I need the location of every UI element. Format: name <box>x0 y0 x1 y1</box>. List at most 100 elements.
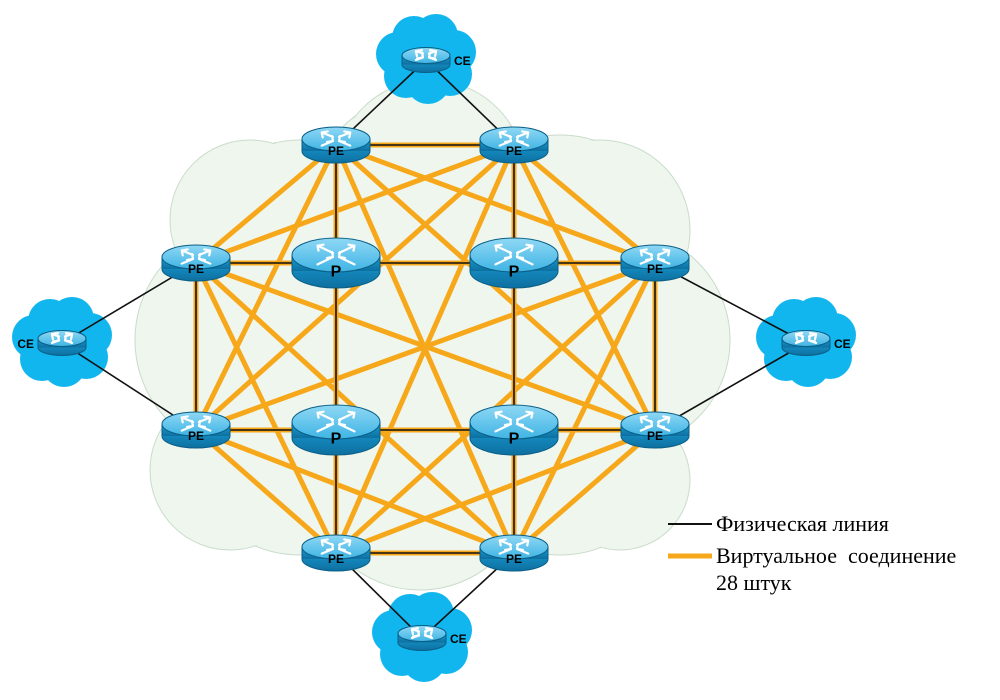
router-arrow <box>427 51 438 61</box>
router-arrow <box>494 410 513 422</box>
router-arrow <box>639 419 654 432</box>
router-ce-left[interactable]: CE <box>17 330 87 356</box>
router-top <box>291 237 381 273</box>
router-top <box>620 244 690 270</box>
router-label: P <box>331 264 342 281</box>
router-arrow <box>180 252 195 265</box>
legend-virtual-label: Виртуальное соединение <box>716 543 956 568</box>
router-label: CE <box>454 54 471 68</box>
router-ce-top[interactable]: CE <box>401 47 471 73</box>
router-arrow <box>515 130 530 139</box>
router-arrow <box>515 542 530 555</box>
router-top <box>161 244 231 270</box>
router-arrow <box>320 538 335 547</box>
router-arrow <box>320 134 335 147</box>
router-arrow <box>807 332 818 341</box>
router-p-bl[interactable]: P <box>291 404 381 456</box>
router-label: CE <box>17 337 34 351</box>
legend-physical-label: Физическая линия <box>716 511 889 536</box>
router-arrow <box>197 419 212 432</box>
router-arrow <box>498 542 513 555</box>
router-pe-tl[interactable]: PE <box>301 126 371 164</box>
router-arrow <box>63 332 74 341</box>
router-arrow <box>423 627 434 636</box>
router-arrow <box>515 134 530 147</box>
router-arrow <box>410 629 421 639</box>
router-arrow <box>498 134 513 147</box>
router-arrow <box>498 538 513 547</box>
router-p-tl[interactable]: P <box>291 237 381 289</box>
router-arrow <box>337 417 356 433</box>
router-arrow <box>316 417 335 433</box>
router-arrow <box>498 130 513 139</box>
router-top <box>781 330 831 347</box>
router-arrow <box>197 415 212 424</box>
router-arrow <box>515 538 530 547</box>
router-arrow <box>494 417 513 433</box>
router-arrow <box>794 332 805 341</box>
router-label: PE <box>188 429 204 443</box>
router-arrow <box>197 248 212 257</box>
router-arrow <box>337 250 356 266</box>
router-arrow <box>337 134 352 147</box>
router-arrow <box>337 542 352 555</box>
virtual-link-pe_rb-pe_bl <box>333 427 658 556</box>
router-arrow <box>656 419 671 432</box>
router-p-br[interactable]: P <box>469 404 559 456</box>
router-p-tr[interactable]: P <box>469 237 559 289</box>
router-arrow <box>180 248 195 257</box>
router-top <box>37 330 87 347</box>
router-arrow <box>316 243 335 255</box>
router-pe-lt[interactable]: PE <box>161 244 231 282</box>
router-arrow <box>427 49 438 58</box>
router-label: PE <box>506 552 522 566</box>
virtual-link-pe_lb-pe_br <box>193 427 517 556</box>
router-label: PE <box>506 144 522 158</box>
router-arrow <box>794 334 805 344</box>
router-arrow <box>494 250 513 266</box>
router-arrow <box>316 410 335 422</box>
router-label: CE <box>450 632 467 646</box>
router-top <box>401 47 451 64</box>
router-ce-right[interactable]: CE <box>781 330 851 356</box>
router-arrow <box>50 332 61 341</box>
router-arrow <box>515 417 534 433</box>
router-arrow <box>320 130 335 139</box>
router-pe-br[interactable]: PE <box>479 534 549 572</box>
router-arrow <box>180 415 195 424</box>
router-top <box>469 237 559 273</box>
router-arrow <box>337 410 356 422</box>
router-label: PE <box>647 262 663 276</box>
router-arrow <box>414 49 425 58</box>
router-arrow <box>316 250 335 266</box>
router-pe-rb[interactable]: PE <box>620 411 690 449</box>
router-label: P <box>509 264 520 281</box>
legend: Физическая линия Виртуальное соединение … <box>668 511 956 595</box>
router-top <box>479 534 549 560</box>
router-label: PE <box>328 144 344 158</box>
router-arrow <box>639 252 654 265</box>
router-label: PE <box>647 429 663 443</box>
router-pe-rt[interactable]: PE <box>620 244 690 282</box>
router-arrow <box>180 419 195 432</box>
router-arrow <box>494 243 513 255</box>
router-top <box>301 534 371 560</box>
router-top <box>479 126 549 152</box>
router-pe-bl[interactable]: PE <box>301 534 371 572</box>
router-ce-bottom[interactable]: CE <box>397 625 467 651</box>
router-pe-lb[interactable]: PE <box>161 411 231 449</box>
router-arrow <box>63 334 74 344</box>
router-arrow <box>423 629 434 639</box>
virtual-link-pe_lt-pe_bl <box>193 260 339 556</box>
virtual-link-pe_tr-pe_lt <box>193 142 517 266</box>
router-label: PE <box>188 262 204 276</box>
virtual-link-pe_lb-pe_bl <box>193 427 339 556</box>
router-arrow <box>50 334 61 344</box>
router-arrow <box>337 130 352 139</box>
router-top <box>469 404 559 440</box>
virtual-link-pe_rt-pe_br <box>511 260 658 556</box>
router-label: P <box>509 431 520 448</box>
router-top <box>397 625 447 642</box>
router-pe-tr[interactable]: PE <box>479 126 549 164</box>
